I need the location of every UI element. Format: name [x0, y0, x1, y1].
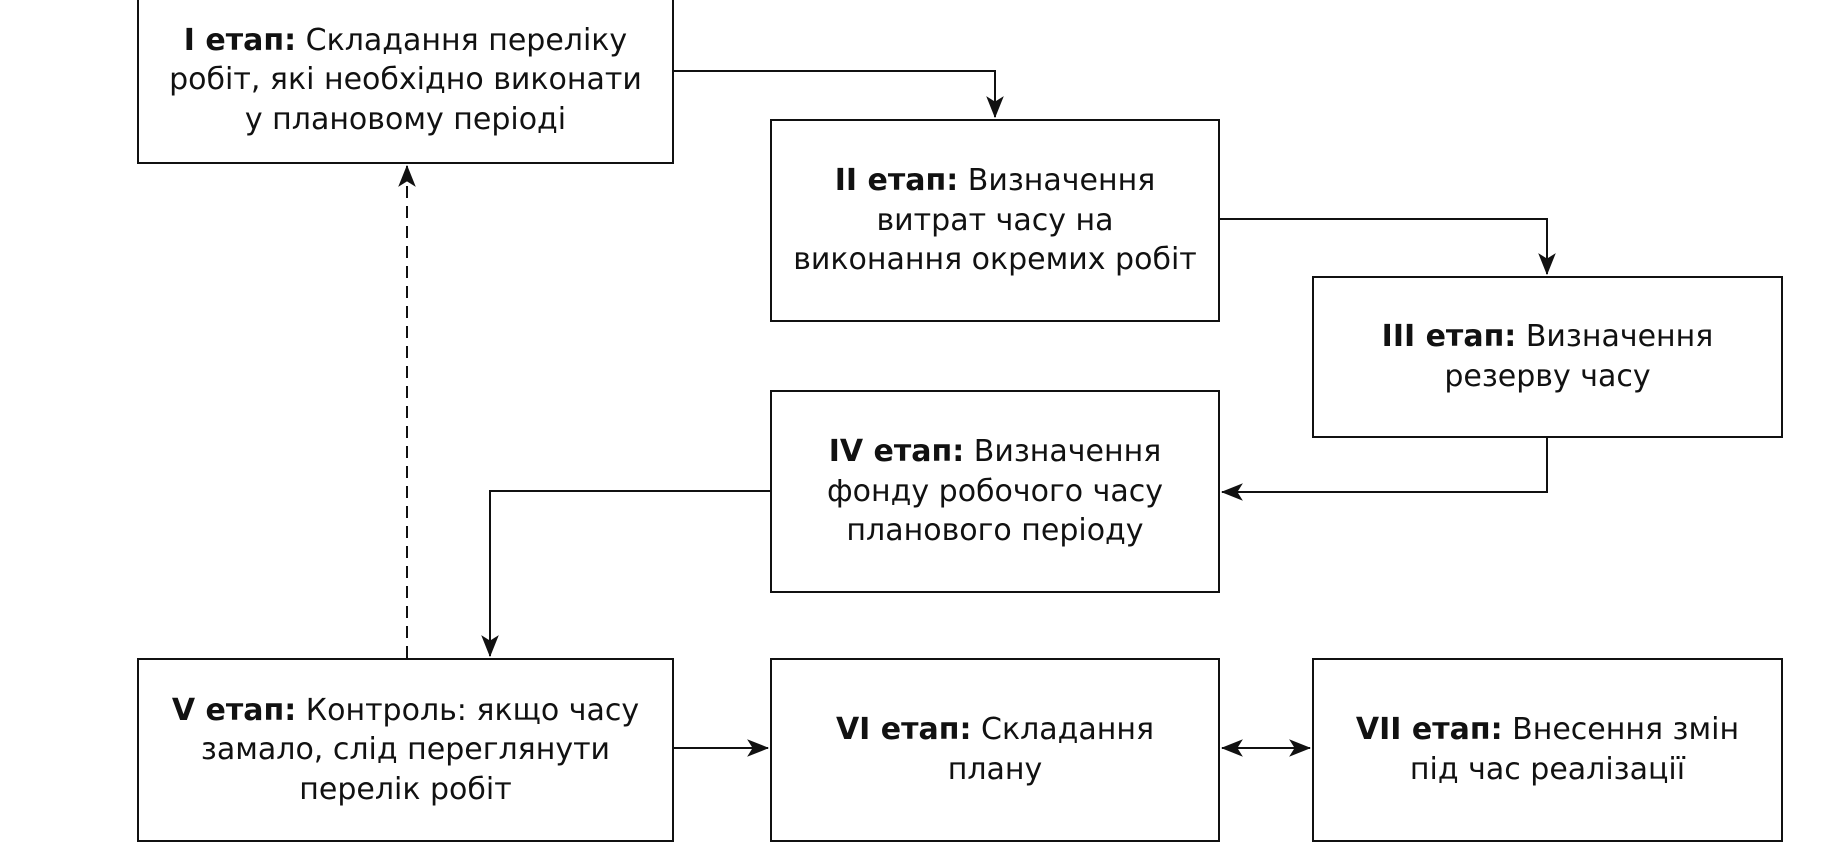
stage-box-1: I етап: Складання переліку робіт, які не… — [137, 0, 674, 164]
stage-description: Визначення резерву часу — [1444, 319, 1714, 394]
stage-box-5: V етап: Контроль: якщо часу замало, слід… — [137, 658, 674, 842]
connector-ii-to-iii — [1220, 218, 1556, 276]
stage-label: VI етап: — [835, 712, 972, 748]
stage-box-7-text: VII етап: Внесення змін під час реалізац… — [1334, 710, 1761, 789]
connector-iv-to-v — [481, 490, 770, 658]
stage-box-6-text: VI етап: Складання плану — [792, 710, 1198, 789]
stage-box-2-text: II етап: Визначення витрат часу на викон… — [792, 161, 1198, 280]
stage-description: Внесення змін під час реалізації — [1409, 712, 1740, 787]
stage-label: VII етап: — [1355, 712, 1503, 748]
stage-label: V етап: — [171, 692, 297, 728]
stage-description: Складання плану — [947, 712, 1155, 787]
stage-box-1-text: I етап: Складання переліку робіт, які не… — [159, 21, 652, 140]
stage-box-7: VII етап: Внесення змін під час реалізац… — [1312, 658, 1783, 842]
stage-box-3: III етап: Визначення резерву часу — [1312, 276, 1783, 438]
stage-box-4: IV етап: Визначення фонду робочого часу … — [770, 390, 1220, 593]
stage-description: Визначення витрат часу на виконання окре… — [793, 163, 1197, 278]
stage-box-6: VI етап: Складання плану — [770, 658, 1220, 842]
stage-description: Контроль: якщо часу замало, слід перегля… — [200, 692, 640, 807]
stage-label: IV етап: — [828, 434, 965, 470]
stage-box-5-text: V етап: Контроль: якщо часу замало, слід… — [159, 691, 652, 810]
stage-label: II етап: — [834, 163, 959, 199]
stage-label: I етап: — [183, 22, 297, 58]
connector-i-to-ii — [674, 70, 1004, 119]
stage-box-4-text: IV етап: Визначення фонду робочого часу … — [792, 432, 1198, 551]
connector-iii-to-iv — [1220, 438, 1548, 501]
stage-description: Визначення фонду робочого часу планового… — [827, 434, 1163, 549]
stage-box-2: II етап: Визначення витрат часу на викон… — [770, 119, 1220, 322]
stage-label: III етап: — [1381, 319, 1517, 355]
stage-box-3-text: III етап: Визначення резерву часу — [1334, 317, 1761, 396]
stage-description: Складання переліку робіт, які необхідно … — [169, 22, 642, 137]
